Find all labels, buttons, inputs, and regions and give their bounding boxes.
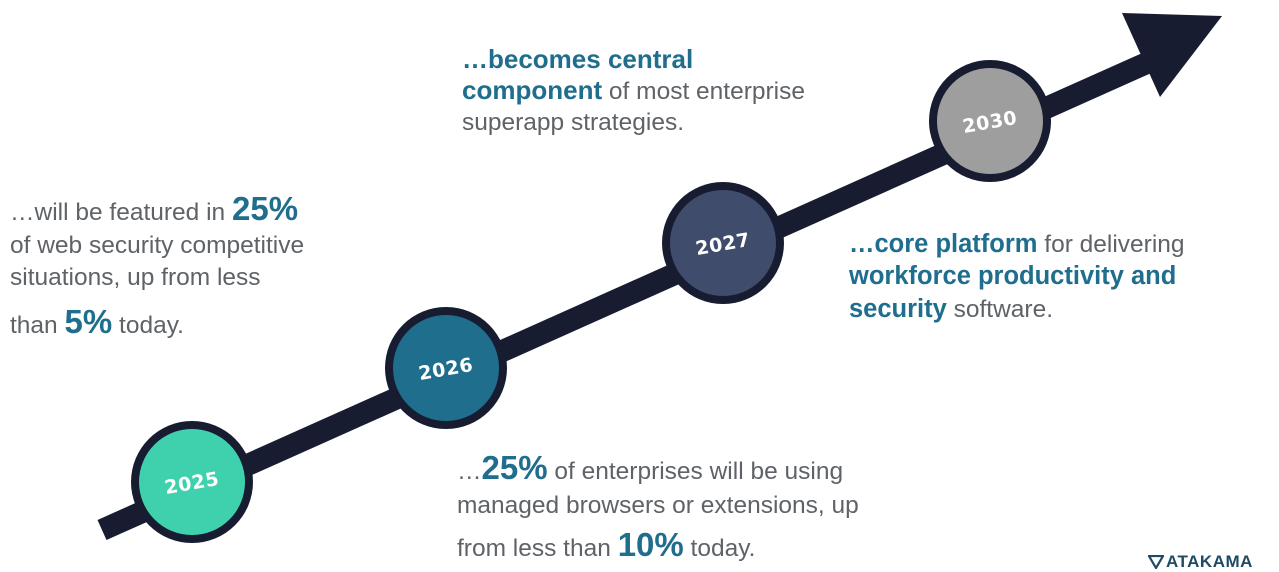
callout-highlight: 10% bbox=[617, 526, 684, 564]
callout-highlight: 5% bbox=[64, 303, 113, 341]
callout-line: component of most enterprise bbox=[462, 75, 932, 106]
callout-text: from less than bbox=[457, 535, 618, 563]
logo-mark-icon bbox=[1148, 555, 1164, 569]
callout-text: of most enterprise bbox=[602, 78, 805, 106]
callout-line: situations, up from less bbox=[10, 264, 261, 292]
callout-2026: …25% of enterprises will be using manage… bbox=[457, 446, 987, 567]
callout-text: software. bbox=[946, 295, 1054, 323]
callout-line: than 5% today. bbox=[10, 300, 410, 343]
callout-text: than bbox=[10, 312, 65, 340]
atakama-logo: ATAKAMA bbox=[1148, 552, 1253, 572]
callout-line: managed browsers or extensions, up bbox=[457, 492, 859, 520]
milestone-2030: 2030 bbox=[929, 60, 1051, 182]
callout-line: of web security competitive bbox=[10, 232, 305, 260]
callout-line: workforce productivity and bbox=[849, 260, 1279, 292]
callout-2027: …core platform for delivering workforce … bbox=[849, 228, 1279, 325]
callout-2025: …will be featured in 25% of web security… bbox=[10, 187, 410, 344]
callout-text: for delivering bbox=[1037, 231, 1185, 258]
logo-text: ATAKAMA bbox=[1166, 552, 1253, 571]
callout-text: today. bbox=[112, 312, 184, 340]
callout-line: superapp strategies. bbox=[462, 108, 684, 136]
callout-highlight: workforce productivity and bbox=[849, 262, 1177, 291]
callout-highlight: …core platform bbox=[849, 230, 1038, 258]
milestone-2026: 2026 bbox=[385, 307, 507, 429]
callout-line: …will be featured in 25% bbox=[10, 187, 410, 230]
callout-highlight: security bbox=[849, 294, 947, 323]
callout-line: from less than 10% today. bbox=[457, 523, 987, 567]
callout-2030: …becomes central component of most enter… bbox=[462, 44, 932, 138]
callout-highlight: …becomes central bbox=[462, 44, 694, 74]
callout-highlight: 25% bbox=[481, 449, 548, 486]
milestone-2025: 2025 bbox=[131, 421, 253, 543]
callout-line: security software. bbox=[849, 293, 1279, 325]
callout-text: …will be featured in bbox=[10, 199, 232, 226]
callout-line: …25% of enterprises will be using bbox=[457, 446, 987, 490]
timeline-arrow-head bbox=[1122, 13, 1222, 97]
callout-text: of enterprises will be using bbox=[547, 458, 844, 485]
callout-highlight: component bbox=[462, 75, 603, 106]
callout-text: today. bbox=[683, 535, 756, 563]
callout-text: … bbox=[457, 458, 482, 485]
callout-line: …core platform for delivering bbox=[849, 228, 1279, 260]
callout-highlight: 25% bbox=[231, 190, 299, 227]
milestone-2027: 2027 bbox=[662, 182, 784, 304]
